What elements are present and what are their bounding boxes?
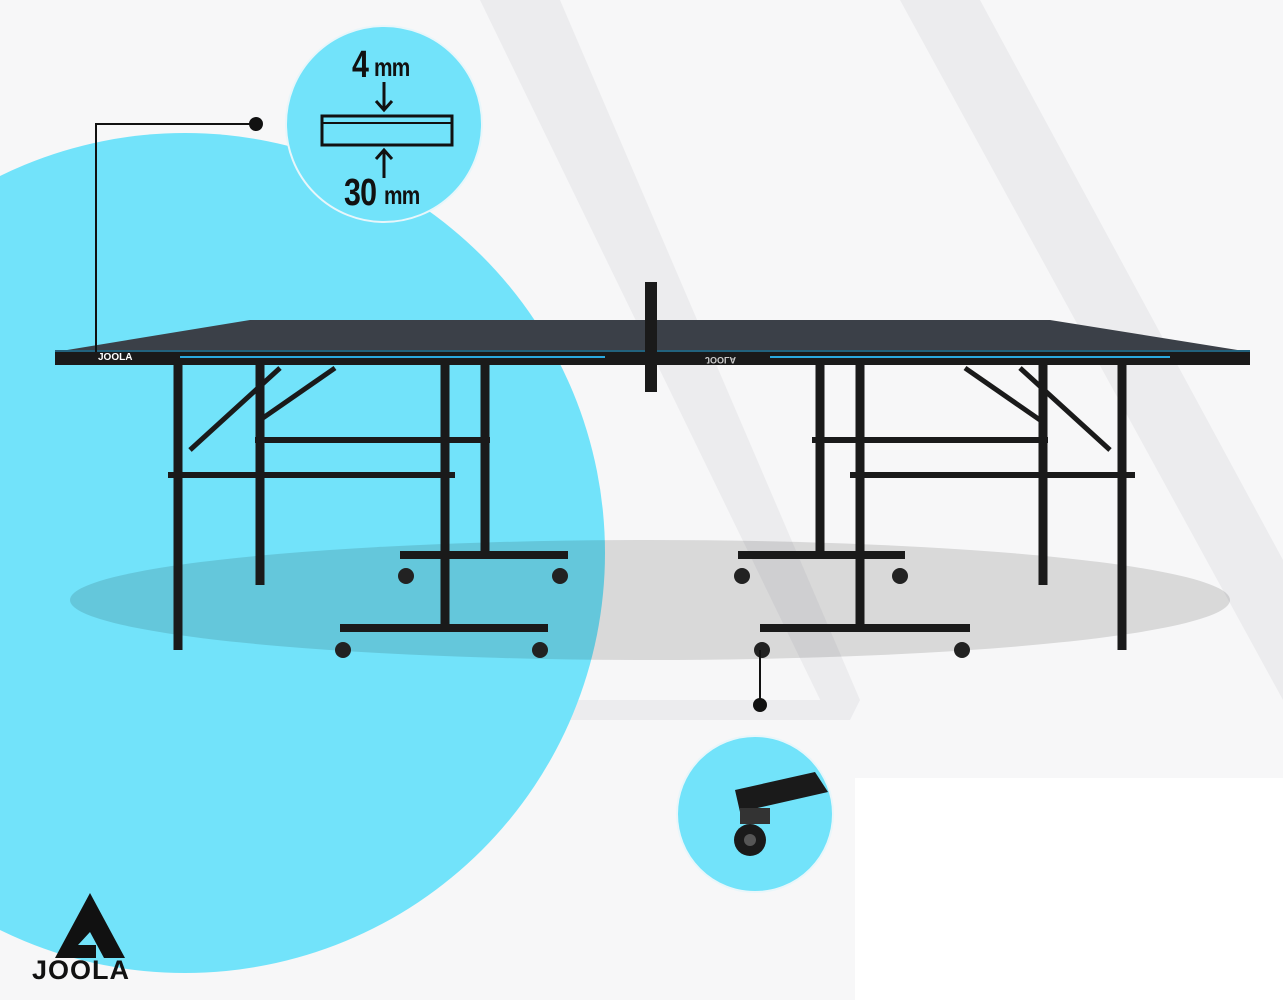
legs-left bbox=[168, 365, 568, 650]
caster-wheel-icon bbox=[734, 772, 828, 856]
thickness-bottom-unit: mm bbox=[384, 180, 420, 210]
thickness-top-value: 4 bbox=[352, 44, 369, 86]
thickness-bottom-value: 30 bbox=[344, 172, 377, 214]
legs-right bbox=[738, 365, 1135, 650]
table-logo-right: JOOLA bbox=[705, 355, 737, 365]
joola-logo-icon bbox=[55, 893, 125, 958]
floor-shadow bbox=[70, 540, 1230, 660]
white-panel bbox=[855, 778, 1283, 1000]
arrow-up-icon bbox=[374, 147, 394, 178]
tabletop-section-icon bbox=[320, 114, 454, 147]
brand-logo-text: JOOLA bbox=[32, 955, 131, 985]
callout-line-thickness bbox=[95, 123, 256, 352]
thickness-top-unit: mm bbox=[374, 52, 410, 82]
arrow-down-icon bbox=[374, 82, 394, 113]
net bbox=[645, 282, 657, 392]
table-logo-left: JOOLA bbox=[98, 352, 133, 363]
wheels bbox=[335, 568, 970, 658]
